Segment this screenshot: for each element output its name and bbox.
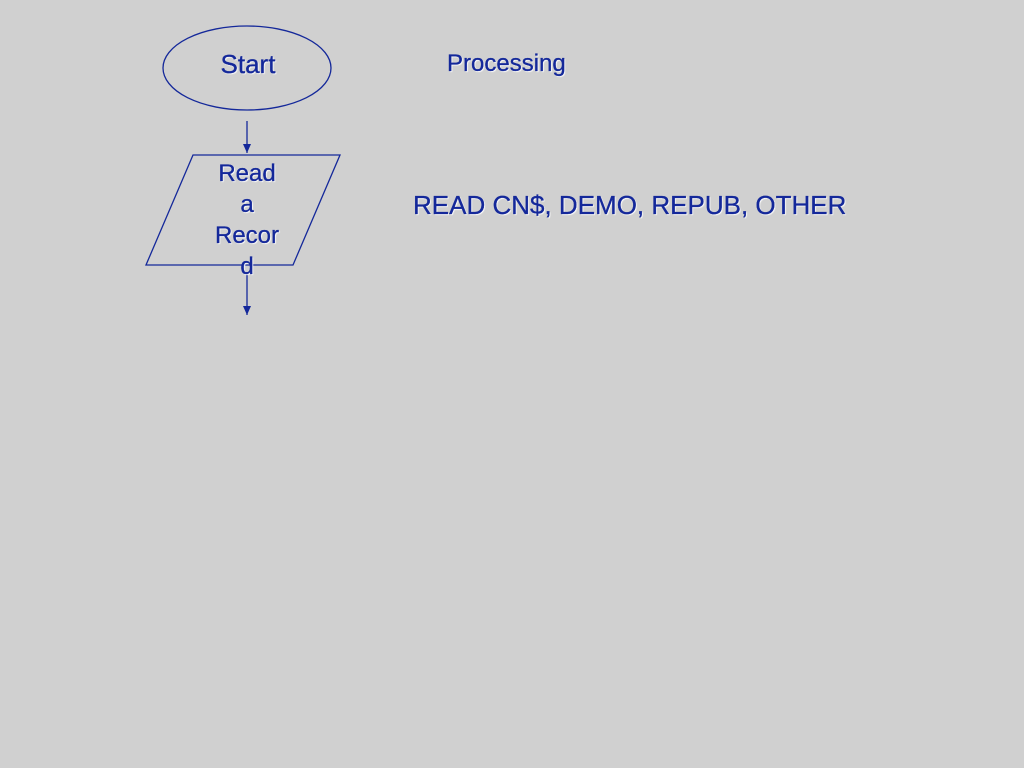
- read-statement-text: READ CN$, DEMO, REPUB, OTHER: [413, 190, 847, 220]
- processing-heading: Processing: [447, 50, 566, 77]
- start-terminal-shape: [162, 25, 332, 111]
- start-label: Start: [220, 49, 276, 79]
- read-record-label-line: Read: [218, 160, 276, 187]
- read-record-io-shape: [145, 154, 341, 266]
- read-record-label-line: a: [240, 191, 254, 218]
- read-record-label-line: d: [240, 253, 254, 280]
- read-record-label: Read a Recor d: [196, 158, 298, 282]
- read-record-label-line: Recor: [214, 222, 280, 249]
